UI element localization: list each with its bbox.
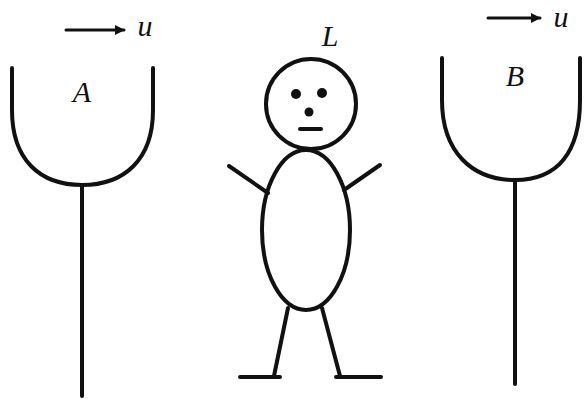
foot xyxy=(240,375,280,379)
fork-label: A xyxy=(73,77,91,107)
velocity-label: u xyxy=(138,11,153,41)
eye xyxy=(317,88,327,98)
tuning-fork-b xyxy=(442,58,580,180)
nose xyxy=(305,108,314,117)
listener-label: L xyxy=(322,21,339,51)
foot xyxy=(336,375,381,379)
head xyxy=(266,59,356,149)
velocity-arrow xyxy=(66,29,124,32)
fork-stem-b xyxy=(513,180,517,384)
body xyxy=(262,150,350,310)
leg xyxy=(274,308,288,376)
fork-label: B xyxy=(506,61,524,91)
leg xyxy=(322,308,340,376)
fork-stem-a xyxy=(80,185,84,396)
eye xyxy=(291,89,301,99)
tuning-fork-a xyxy=(12,68,153,185)
arm xyxy=(344,165,380,190)
arm xyxy=(229,166,268,193)
velocity-arrow xyxy=(488,17,540,20)
velocity-label: u xyxy=(554,2,569,32)
mouth xyxy=(300,127,321,131)
